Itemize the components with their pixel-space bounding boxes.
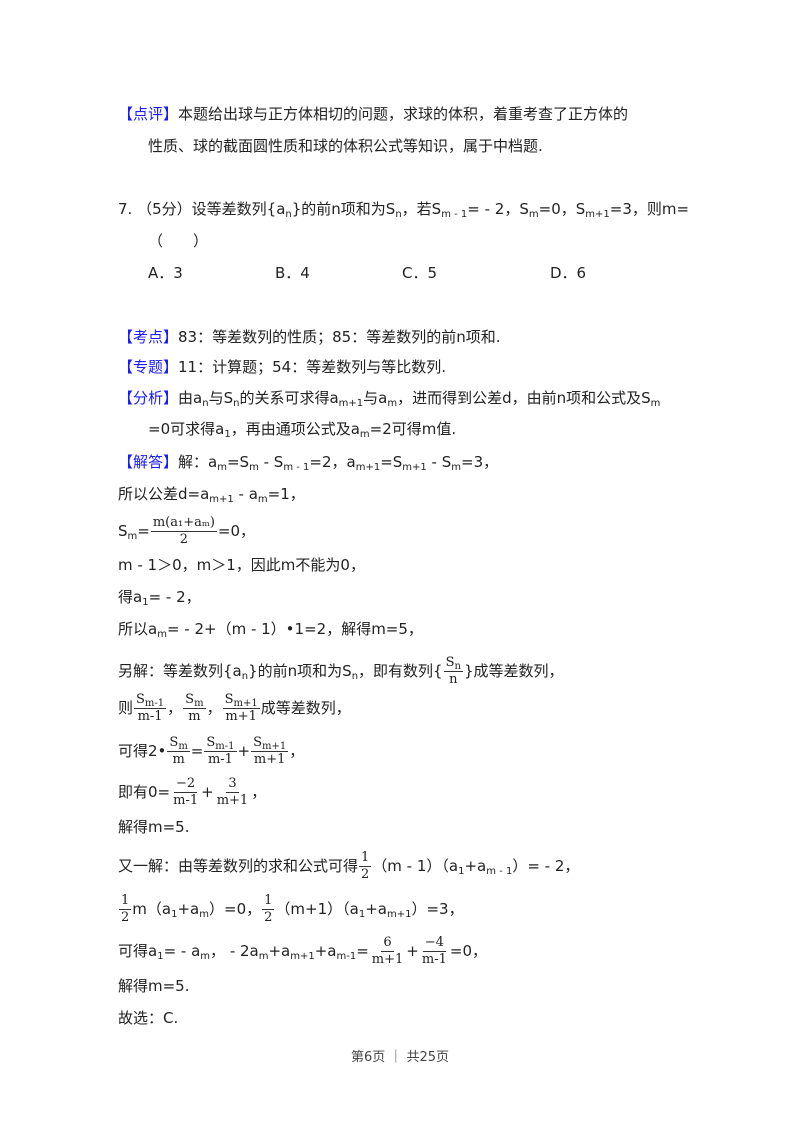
option-a: A．3	[148, 264, 183, 282]
option-d: D．6	[550, 264, 587, 282]
page-footer: 第6页 ｜ 共25页	[350, 1050, 450, 1065]
fraction: m(a₁+aₘ)2	[150, 515, 217, 547]
option-b: B．4	[275, 264, 310, 282]
jieda-line-6: 所以am= - 2+（m - 1）•1=2，解得m=5，	[118, 620, 423, 640]
jieda-line-16: 故选：C.	[118, 1009, 179, 1027]
fenxi-tag: 【分析】	[118, 389, 179, 407]
comment-line-1: 【点评】本题给出球与正方体相切的问题，求球的体积，着重考查了正方体的	[118, 105, 629, 123]
jieda-line-4: m - 1＞0，m＞1，因此m不能为0，	[118, 556, 365, 574]
zhuanti-line: 【专题】11：计算题；54：等差数列与等比数列.	[118, 358, 446, 376]
fenxi-line-2: =0可求得a1，再由通项公式及am=2可得m值.	[148, 420, 457, 440]
jieda-line-2: 所以公差d=am+1 - am=1，	[118, 485, 305, 505]
option-c: C．5	[402, 264, 438, 282]
comment-tag: 【点评】	[118, 105, 179, 123]
jieda-line-15: 解得m=5.	[118, 977, 190, 995]
kaodian-line: 【考点】83：等差数列的性质；85：等差数列的前n项和.	[118, 328, 501, 346]
jieda-tag: 【解答】	[118, 453, 179, 471]
jieda-line-3: Sm=m(a₁+aₘ)2=0，	[118, 515, 256, 547]
kaodian-tag: 【考点】	[118, 328, 179, 346]
fenxi-line-1: 【分析】由an与Sn的关系可求得am+1与am，进而得到公差d，由前n项和公式及…	[118, 389, 661, 409]
question-stem: 7. （5分）设等差数列{an}的前n项和为Sn，若Sm - 1= - 2，Sm…	[118, 200, 690, 220]
jieda-line-11: 解得m=5.	[118, 818, 190, 836]
jieda-line-5: 得a1= - 2，	[118, 588, 201, 608]
zhuanti-tag: 【专题】	[118, 358, 179, 376]
jieda-line-1: 【解答】解：am=Sm - Sm - 1=2，am+1=Sm+1 - Sm=3，	[118, 453, 499, 473]
comment-line-2: 性质、球的截面圆性质和球的体积公式等知识，属于中档题.	[148, 137, 543, 155]
question-blank: （ ）	[148, 232, 209, 250]
